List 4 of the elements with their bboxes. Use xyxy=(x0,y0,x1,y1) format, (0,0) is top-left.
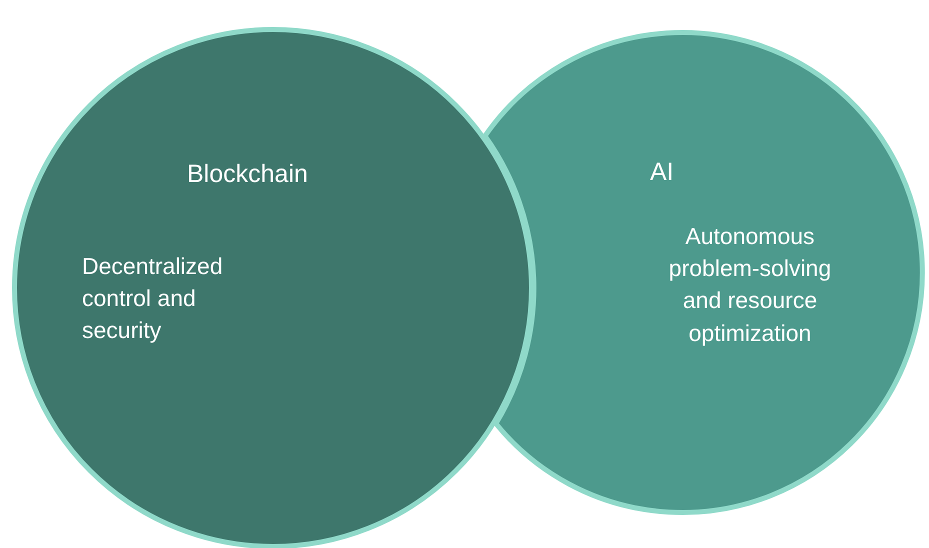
circle-heading: AI xyxy=(650,157,675,188)
circle-heading: Blockchain xyxy=(187,159,309,190)
circle-description: Decentralized control and security xyxy=(82,252,224,346)
circle-description: Autonomous problem-solving and resource optimization xyxy=(668,222,832,348)
